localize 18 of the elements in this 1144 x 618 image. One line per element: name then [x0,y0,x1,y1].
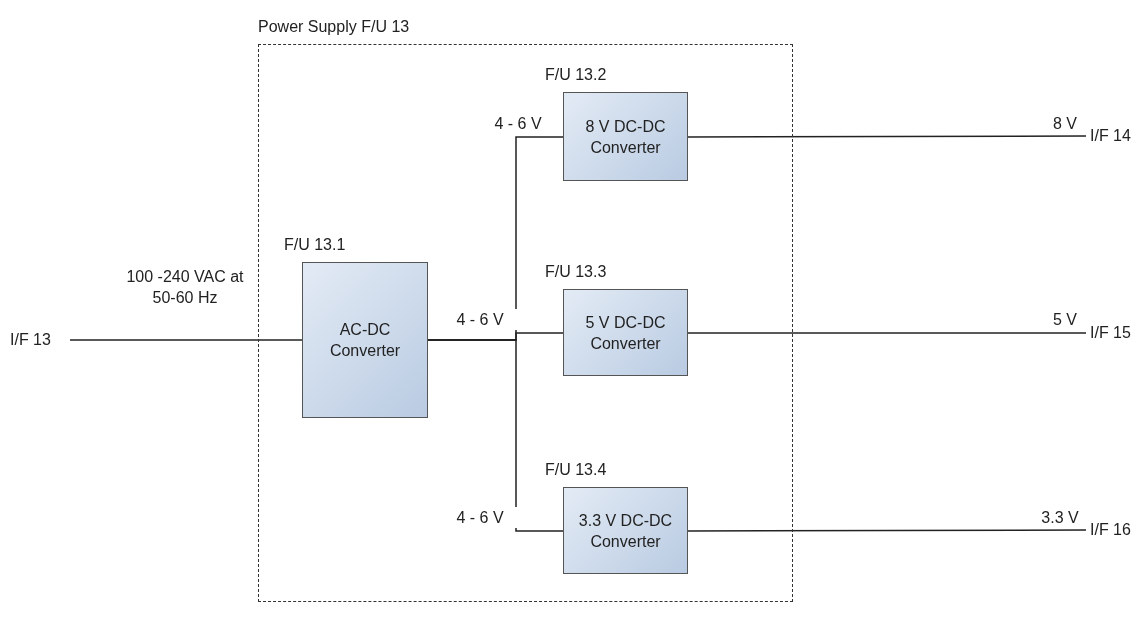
interface-label: I/F 15 [1090,323,1132,343]
connector-line [687,135,1087,138]
unit-label: F/U 13.4 [545,461,607,479]
unit-label: F/U 13.3 [545,263,607,281]
connector-line [687,332,1087,334]
converter-name: 3.3 V DC-DC Converter [577,510,674,552]
converter-name: AC-DC Converter [328,320,402,361]
converter-name: 5 V DC-DC Converter [584,312,667,354]
group-title: Power Supply F/U 13 [258,18,410,36]
converter-name: 8 V DC-DC Converter [584,116,667,158]
connector-line [69,339,303,341]
interface-label: I/F 16 [1090,520,1132,540]
connector-line [687,529,1087,532]
connector-line [427,339,564,532]
unit-label: F/U 13.2 [545,66,607,84]
interface-label: I/F 13 [10,330,52,350]
unit-label: F/U 13.1 [284,236,346,254]
interface-label: I/F 14 [1090,126,1132,146]
